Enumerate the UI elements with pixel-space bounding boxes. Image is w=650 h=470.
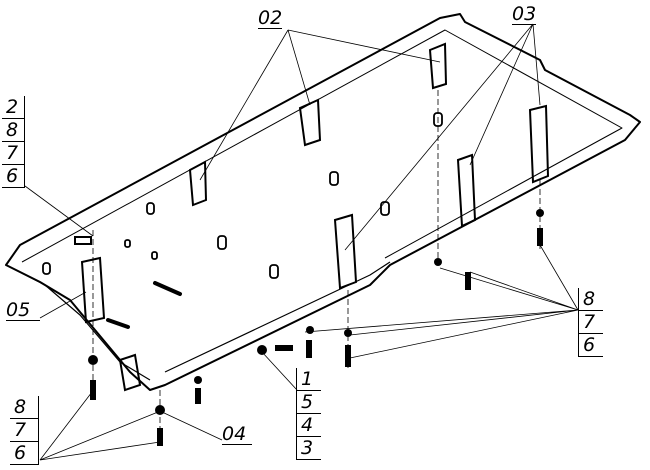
plate-rear-edge <box>164 261 391 373</box>
plate-inner-edge <box>21 29 623 263</box>
item-number: 8 <box>10 396 38 419</box>
item-number: 7 <box>10 419 38 442</box>
item-number: 7 <box>579 311 603 334</box>
brackets <box>80 42 550 392</box>
leader-lines <box>24 23 579 461</box>
item-number: 8 <box>579 288 603 311</box>
item-number: 5 <box>297 391 321 414</box>
item-stack-bottom-center: 1 5 4 3 <box>296 368 321 460</box>
item-number: 6 <box>2 165 24 188</box>
item-stack-right: 8 7 6 <box>578 288 603 357</box>
callout-04: 04 <box>222 424 252 445</box>
item-number: 8 <box>2 119 24 142</box>
axis-lines <box>92 90 541 446</box>
item-number: 1 <box>297 368 321 391</box>
item-stack-left-top: 2 8 7 6 <box>2 96 25 188</box>
item-number: 6 <box>10 442 38 465</box>
item-number: 6 <box>579 334 603 357</box>
callout-03: 03 <box>512 3 537 25</box>
item-number: 2 <box>2 96 24 119</box>
callout-02: 02 <box>258 7 283 29</box>
plate-front-edge <box>5 264 151 381</box>
item-number: 4 <box>297 414 321 437</box>
item-number: 7 <box>2 142 24 165</box>
slots <box>42 112 443 279</box>
plate-outline <box>5 13 641 391</box>
callout-05: 05 <box>6 300 40 321</box>
item-stack-bottom-left: 8 7 6 <box>10 396 39 465</box>
slot-marks <box>74 236 182 329</box>
item-number: 3 <box>297 437 321 460</box>
